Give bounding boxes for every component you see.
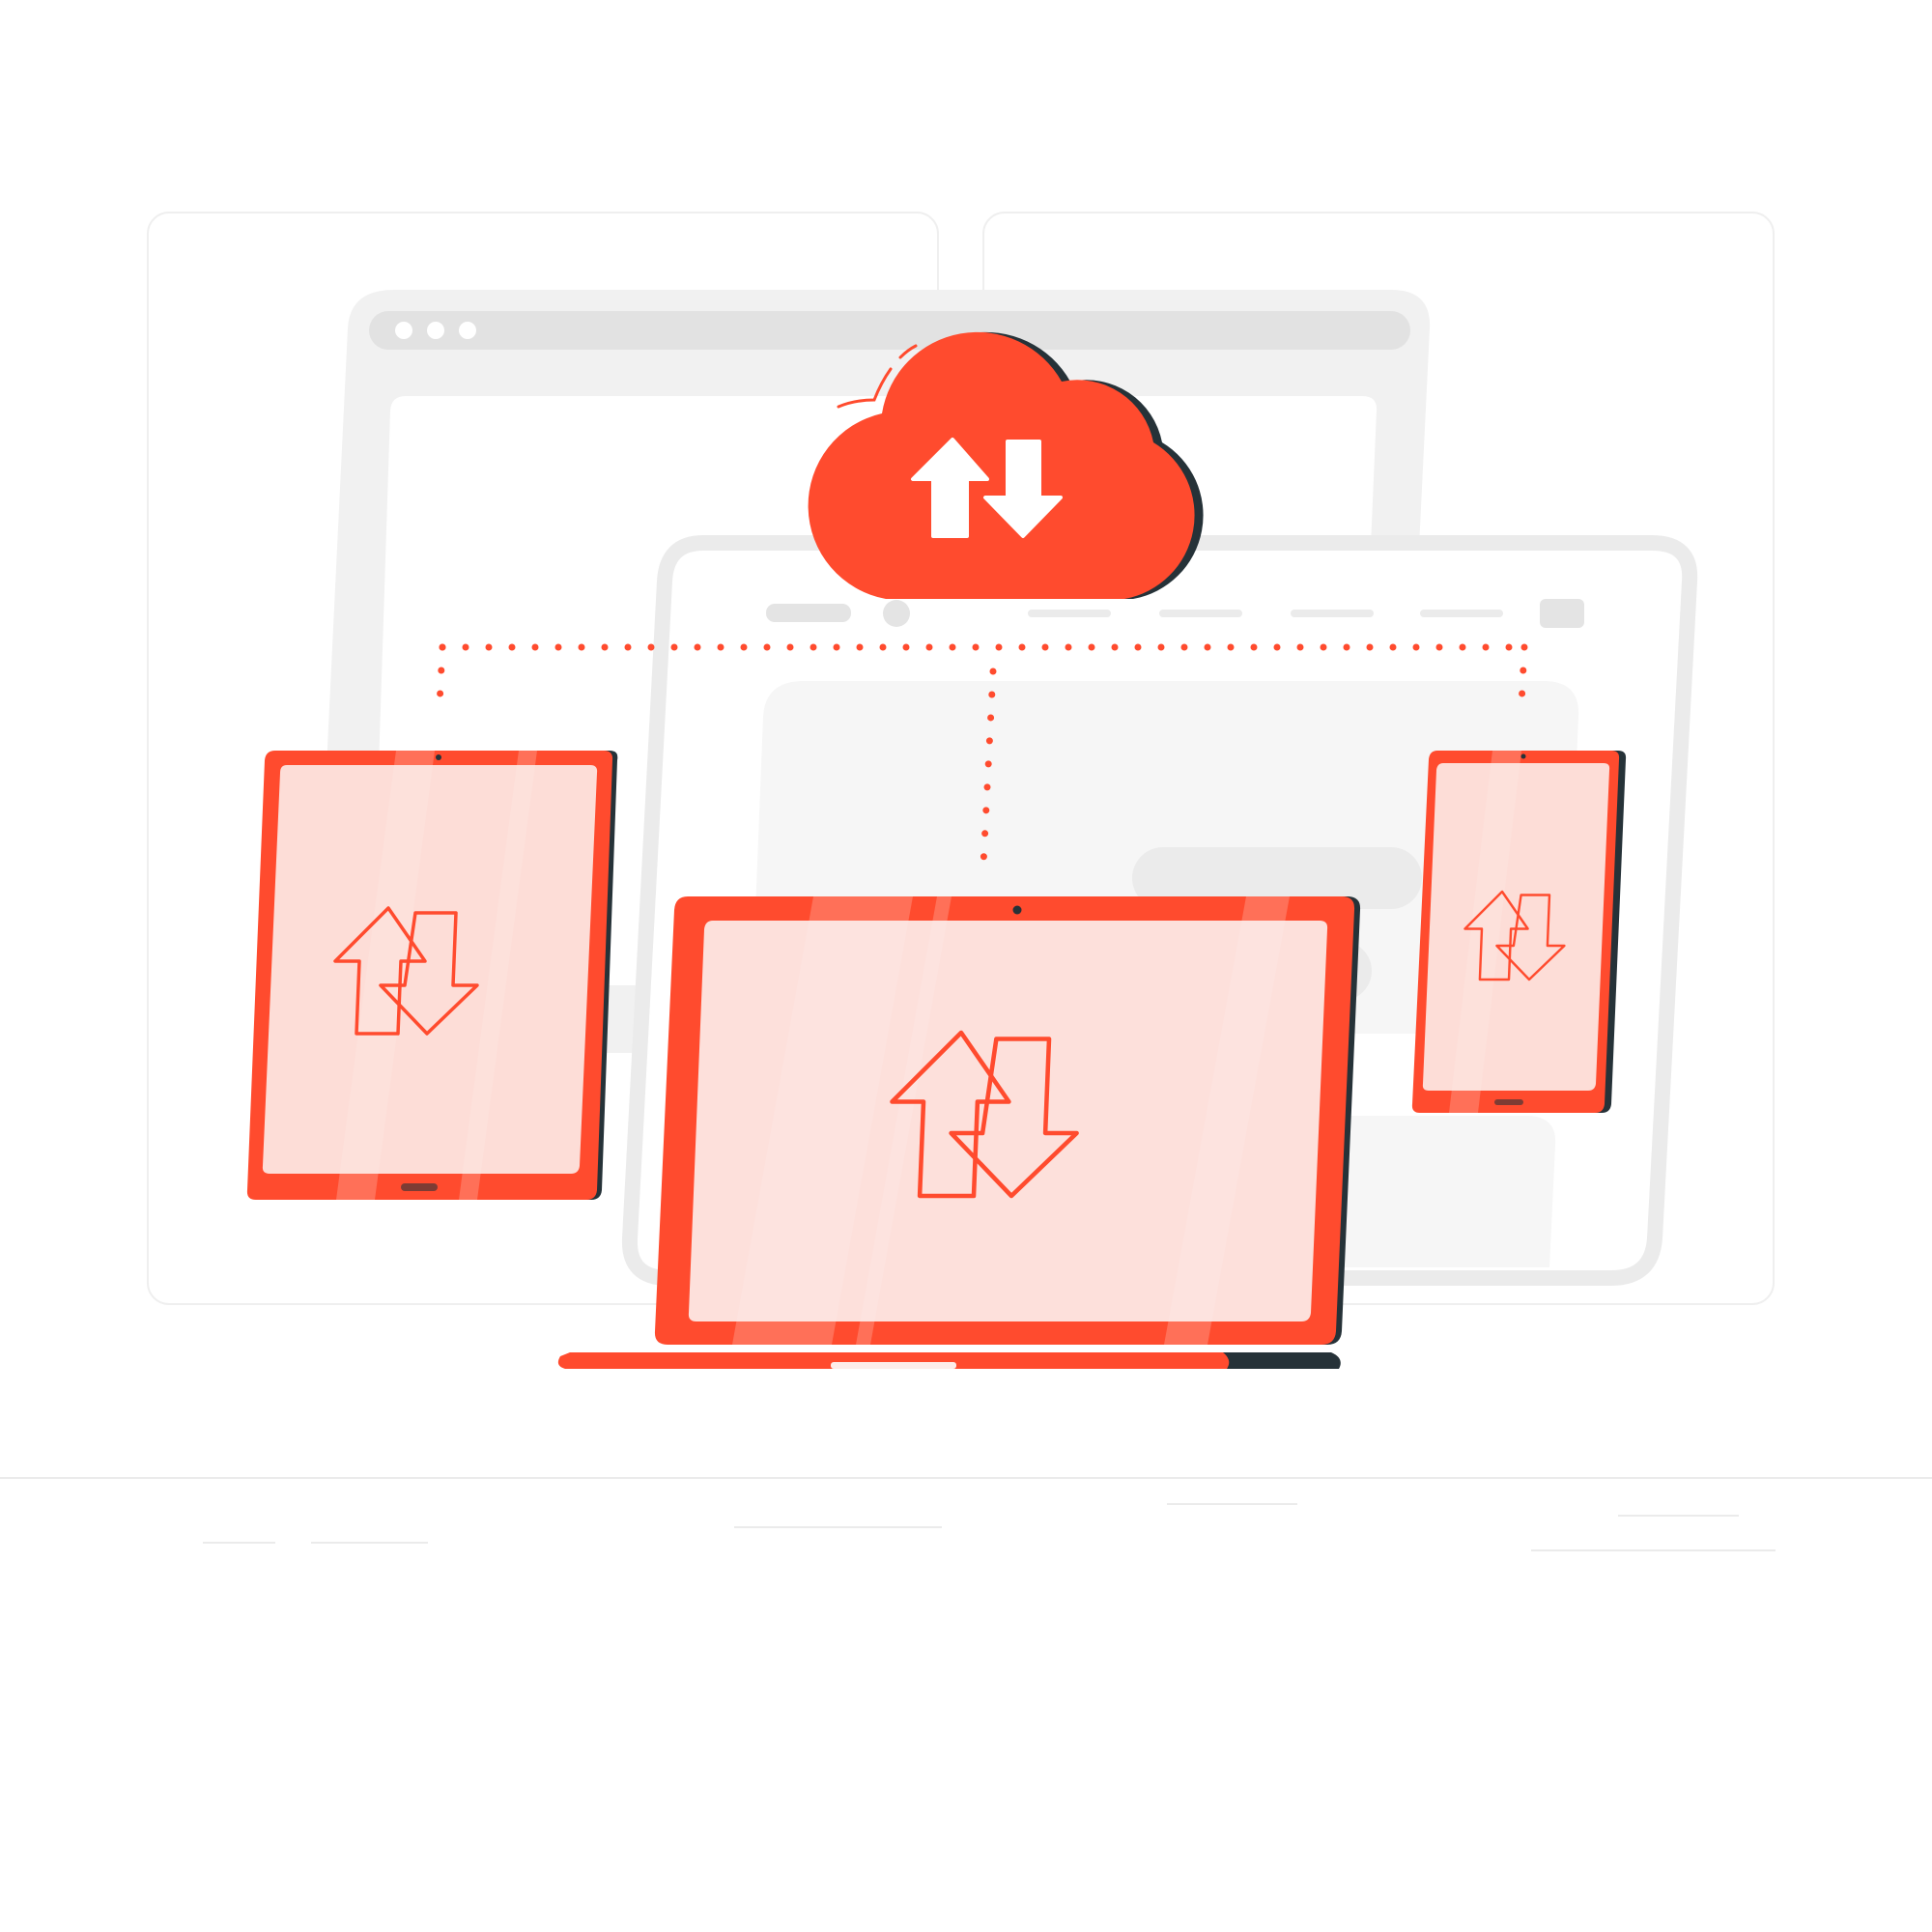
connector-line-phone <box>1518 643 1528 709</box>
tablet-icon <box>246 751 618 1200</box>
window-dot-icon <box>395 322 412 339</box>
upload-arrow-icon <box>911 438 989 538</box>
laptop-webcam <box>1012 905 1022 915</box>
window-dot-icon <box>427 322 444 339</box>
nav-link-placeholder <box>1159 610 1242 617</box>
hero-bar <box>1132 847 1422 909</box>
nav-link-placeholder <box>1420 610 1503 617</box>
connector-line-tablet <box>436 643 446 709</box>
laptop-base <box>557 1352 1230 1369</box>
cloud-motion-line <box>898 344 918 359</box>
laptop-screen <box>688 921 1328 1321</box>
window-dot-icon <box>459 322 476 339</box>
tablet-screen <box>262 765 598 1174</box>
cloud-motion-line <box>837 367 893 409</box>
connector-lines <box>436 643 1528 868</box>
nav-logo-placeholder <box>766 604 851 622</box>
laptop-icon <box>557 896 1361 1369</box>
phone-icon <box>1411 751 1627 1113</box>
phone-home-button <box>1494 1099 1523 1105</box>
nav-search-icon <box>883 600 910 627</box>
tablet-camera <box>436 754 441 760</box>
nav-link-placeholder <box>1028 610 1111 617</box>
nav-button-placeholder <box>1540 599 1584 628</box>
download-arrow-icon <box>983 440 1063 538</box>
connector-line-laptop <box>980 668 997 868</box>
browser-address-bar <box>369 311 1410 350</box>
phone-camera <box>1520 753 1526 759</box>
nav-link-placeholder <box>1291 610 1374 617</box>
tablet-home-button <box>401 1183 438 1191</box>
cloud-icon <box>808 331 1204 599</box>
laptop-trackpad-notch <box>831 1362 956 1369</box>
ground-dashes <box>203 1503 1776 1551</box>
